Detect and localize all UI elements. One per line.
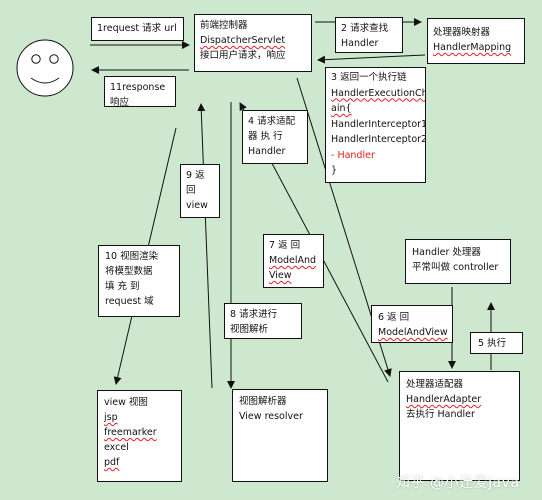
interceptor-2: HandlerInterceptor2 xyxy=(331,134,426,145)
return-view-action: 回 xyxy=(186,185,196,196)
return-view-step: 9 返 xyxy=(186,170,205,181)
user-smiley-icon xyxy=(16,39,74,97)
request-adapter-step: 4 请求适配 xyxy=(248,116,296,127)
handler-mapping-box: 处理器映射器 HandlerMapping xyxy=(427,18,525,64)
view-types-box: view 视图 jsp freemarker excel pdf xyxy=(97,390,182,482)
return-modelandview-7-box: 7 返 回 ModelAnd View xyxy=(263,234,324,288)
dispatcher-title: 前端控制器 xyxy=(200,20,248,31)
request-adapter-target: Handler xyxy=(248,146,286,157)
render-view-step: 10 视图渲染 xyxy=(105,251,159,262)
resolve-view-step: 8 请求进行 xyxy=(230,309,278,320)
return-view-target: view xyxy=(186,200,208,211)
view-types-title: view 视图 xyxy=(104,397,148,408)
render-view-line4: request 域 xyxy=(105,296,154,307)
find-handler-step: 2 请求查找 xyxy=(341,23,389,34)
request-url-box: 1request 请求 url xyxy=(91,17,184,41)
execution-chain-title: 3 返回一个执行链 xyxy=(331,72,407,83)
view-resolver-class-name: View resolver xyxy=(239,411,303,422)
chain-closing-brace: } xyxy=(331,165,338,176)
render-view-line2: 将模型数据 xyxy=(105,266,153,277)
view-type-excel: excel xyxy=(104,442,129,453)
request-adapter-action: 器 执 行 xyxy=(248,131,283,142)
view-type-jsp: jsp xyxy=(104,412,118,423)
return-modelandview-6-box: 6 返 回 ModelAndView xyxy=(371,305,453,343)
render-view-line3: 填 充 到 xyxy=(105,281,140,292)
handler-controller-title: Handler 处理器 xyxy=(412,247,481,258)
return-mav-7-line2: View xyxy=(269,270,292,281)
arrow-return-chain xyxy=(317,54,426,64)
return-mav-6-step: 6 返 回 xyxy=(378,312,410,323)
dispatcher-servlet-box: 前端控制器 DispatcherServlet 接口用户请求，响应 xyxy=(194,14,312,72)
chain-handler-item: - Handler xyxy=(331,149,375,161)
execution-chain-class-line2: ain{ xyxy=(331,103,352,114)
handler-adapter-box: 处理器适配器 HandlerAdapter 去执行 Handler xyxy=(399,371,520,481)
handler-controller-box: Handler 处理器 平常叫做 controller xyxy=(405,239,511,284)
handler-adapter-action: 去执行 Handler xyxy=(406,409,475,420)
request-adapter-box: 4 请求适配 器 执 行 Handler xyxy=(242,110,308,164)
response-box: 11response 响应 xyxy=(104,76,176,107)
execution-chain-class-line1: HandlerExecutionCh xyxy=(331,87,426,99)
execution-chain-box: 3 返回一个执行链 HandlerExecutionCh ain{ Handle… xyxy=(325,67,426,183)
find-handler-target: Handler xyxy=(341,38,379,49)
handler-mapping-title: 处理器映射器 xyxy=(433,27,491,38)
return-mav-6-target: ModelAndView xyxy=(378,327,448,338)
view-type-pdf: pdf xyxy=(104,457,120,468)
request-url-label: 1request 请求 url xyxy=(97,23,177,34)
return-mav-7-line1: ModelAnd xyxy=(269,255,317,266)
return-view-box: 9 返 回 view xyxy=(180,164,220,218)
return-mav-7-step: 7 返 回 xyxy=(269,240,301,251)
execute-label: 5 执行 xyxy=(478,338,507,349)
find-handler-box: 2 请求查找 Handler xyxy=(335,17,403,53)
dispatcher-class-name: DispatcherServlet xyxy=(200,35,286,46)
view-type-freemarker: freemarker xyxy=(104,427,157,438)
handler-mapping-class-name: HandlerMapping xyxy=(433,42,512,53)
render-view-box: 10 视图渲染 将模型数据 填 充 到 request 域 xyxy=(98,245,180,317)
response-step: 11response xyxy=(110,82,166,93)
interceptor-1: HandlerInterceptor1 xyxy=(331,118,426,130)
view-resolver-title: 视图解析器 xyxy=(239,396,287,407)
dispatcher-description: 接口用户请求，响应 xyxy=(200,50,286,61)
resolve-view-box: 8 请求进行 视图解析 xyxy=(224,303,302,339)
zhihu-watermark: 知乎 @小迁爱Java xyxy=(396,475,520,491)
execute-box: 5 执行 xyxy=(470,332,523,354)
view-resolver-box: 视图解析器 View resolver xyxy=(232,389,328,482)
handler-adapter-class-name: HandlerAdapter xyxy=(406,394,482,405)
resolve-view-action: 视图解析 xyxy=(230,324,269,335)
response-label: 响应 xyxy=(110,97,130,107)
arrow-return-view xyxy=(197,103,213,389)
handler-adapter-title: 处理器适配器 xyxy=(406,379,464,390)
handler-controller-alias: 平常叫做 controller xyxy=(412,262,499,273)
